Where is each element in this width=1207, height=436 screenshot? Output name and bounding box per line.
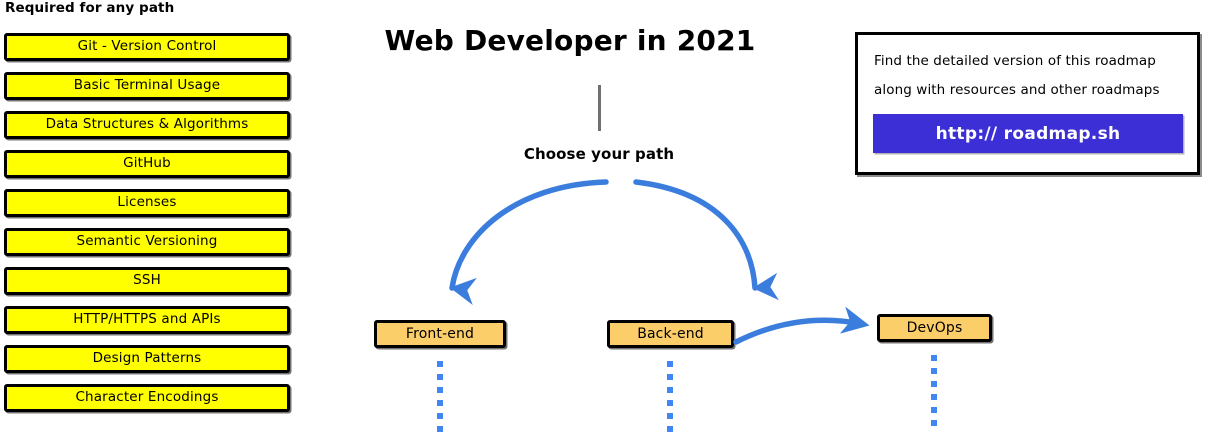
required-item-label: HTTP/HTTPS and APIs — [73, 311, 221, 328]
required-section: Required for any path Git - Version Cont… — [0, 0, 300, 436]
path-node-label: DevOps — [906, 320, 963, 336]
title-stem-line — [598, 85, 601, 131]
path-node-label: Back-end — [637, 326, 704, 342]
required-item[interactable]: Design Patterns — [4, 345, 290, 373]
branch-arrows — [449, 179, 779, 306]
required-section-heading: Required for any path — [5, 0, 175, 16]
required-item[interactable]: Character Encodings — [4, 384, 290, 412]
roadmap-sh-link-label: http:// roadmap.sh — [935, 123, 1121, 144]
required-item-label: Licenses — [117, 194, 177, 211]
required-item-label: Basic Terminal Usage — [73, 77, 221, 94]
required-item[interactable]: HTTP/HTTPS and APIs — [4, 306, 290, 334]
path-node-label: Front-end — [405, 326, 475, 342]
info-card-line-2: along with resources and other roadmaps — [874, 82, 1160, 98]
backend-to-devops-arrow — [733, 306, 870, 345]
required-item[interactable]: Semantic Versioning — [4, 228, 290, 256]
info-card-line-1: Find the detailed version of this roadma… — [874, 53, 1156, 69]
flow-section: Web Developer in 2021 Choose your path — [300, 0, 840, 436]
required-item-label: SSH — [133, 272, 161, 289]
roadmap-sh-link-button[interactable]: http:// roadmap.sh — [873, 114, 1183, 153]
dotted-trail-back-end — [667, 361, 673, 436]
page-title: Web Developer in 2021 — [384, 24, 756, 57]
required-item-label: Data Structures & Algorithms — [45, 116, 249, 133]
required-item-label: Git - Version Control — [77, 38, 217, 55]
required-item[interactable]: Licenses — [4, 189, 290, 217]
required-item[interactable]: SSH — [4, 267, 290, 295]
required-item[interactable]: Basic Terminal Usage — [4, 72, 290, 100]
required-item[interactable]: GitHub — [4, 150, 290, 178]
required-item-label: Character Encodings — [75, 389, 219, 406]
required-item-label: Design Patterns — [92, 350, 202, 367]
required-items-list: Git - Version Control Basic Terminal Usa… — [4, 33, 290, 423]
required-item-label: Semantic Versioning — [76, 233, 218, 250]
info-card: Find the detailed version of this roadma… — [855, 32, 1200, 175]
path-node-front-end[interactable]: Front-end — [374, 320, 506, 348]
required-item[interactable]: Git - Version Control — [4, 33, 290, 61]
path-node-back-end[interactable]: Back-end — [607, 320, 734, 348]
dotted-trail-devops — [931, 355, 937, 436]
choose-your-path-label: Choose your path — [523, 145, 675, 163]
path-node-devops[interactable]: DevOps — [877, 314, 992, 342]
dotted-trail-front-end — [437, 361, 443, 436]
required-item[interactable]: Data Structures & Algorithms — [4, 111, 290, 139]
required-item-label: GitHub — [123, 155, 171, 172]
